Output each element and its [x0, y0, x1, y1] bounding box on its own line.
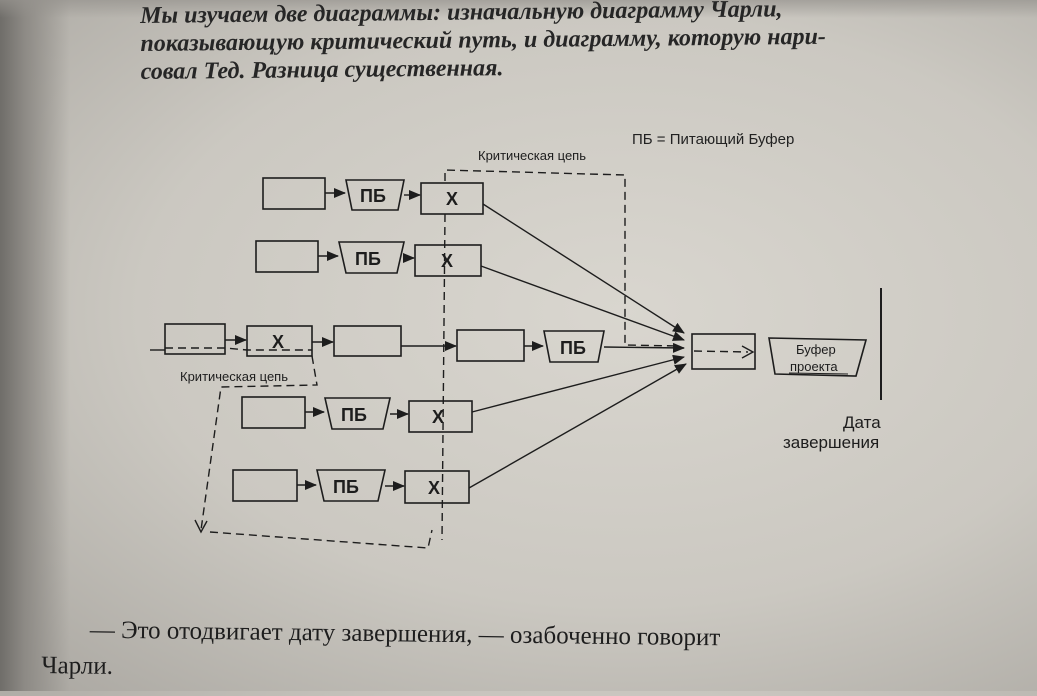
feeding-buffer-label: ПБ [560, 338, 586, 358]
row-1: ПБ X [262, 177, 685, 334]
completion-date-label-2: завершения [783, 433, 879, 452]
page-gutter-shadow [0, 0, 70, 691]
task-box [456, 329, 525, 362]
task-x-label: X [446, 189, 458, 209]
feeding-buffer-label: ПБ [355, 249, 381, 269]
task-box [232, 469, 298, 502]
bottom-paragraph: — Это отодвигает дату завершения, — озаб… [41, 612, 1002, 696]
feeding-buffer-label: ПБ [360, 186, 386, 206]
feeding-buffer [315, 469, 387, 502]
critical-chain-left-path: Критическая цепь [180, 355, 433, 549]
completion-date-label-1: Дата [843, 413, 881, 432]
task-box-critical [246, 325, 313, 357]
task-x-label: X [272, 332, 284, 352]
row-5: ПБ X [232, 363, 687, 504]
task-box [262, 177, 326, 210]
feeding-buffer [543, 330, 605, 363]
task-box [241, 396, 306, 429]
diagram-legend: ПБ = Питающий Буфер [632, 131, 795, 148]
task-box [164, 323, 226, 355]
feeding-buffer [345, 179, 405, 211]
project-buffer [768, 337, 868, 377]
task-box [255, 240, 319, 273]
row-4: ПБ X [241, 354, 685, 433]
critical-chain-left-label: Критическая цепь [180, 369, 288, 384]
task-box-critical [420, 182, 484, 215]
task-box-critical [414, 244, 482, 277]
task-box-critical [404, 470, 470, 504]
critical-path-dashed [165, 347, 312, 351]
critical-chain-top-path: Критическая цепь [441, 148, 681, 541]
feeding-buffer-label: ПБ [341, 405, 367, 425]
project-buffer-group: Буфер проекта Дата завершения [691, 288, 882, 452]
feeding-buffer-label: ПБ [333, 477, 359, 497]
task-x-label: X [428, 478, 440, 498]
project-buffer-label-2: проекта [790, 359, 838, 374]
project-merge-box [691, 333, 756, 370]
task-box [333, 325, 402, 357]
row-3-critical-chain: X ПБ [150, 323, 685, 363]
page-top-shadow [0, 0, 1037, 18]
project-buffer-label-1: Буфер [796, 342, 836, 357]
task-x-label: X [432, 407, 444, 427]
task-x-label: X [441, 251, 453, 271]
feeding-buffer [323, 397, 392, 430]
row-2: ПБ X [255, 240, 685, 341]
task-box-critical [408, 400, 473, 433]
feeding-buffer [337, 241, 406, 274]
critical-chain-top-label: Критическая цепь [478, 148, 586, 163]
